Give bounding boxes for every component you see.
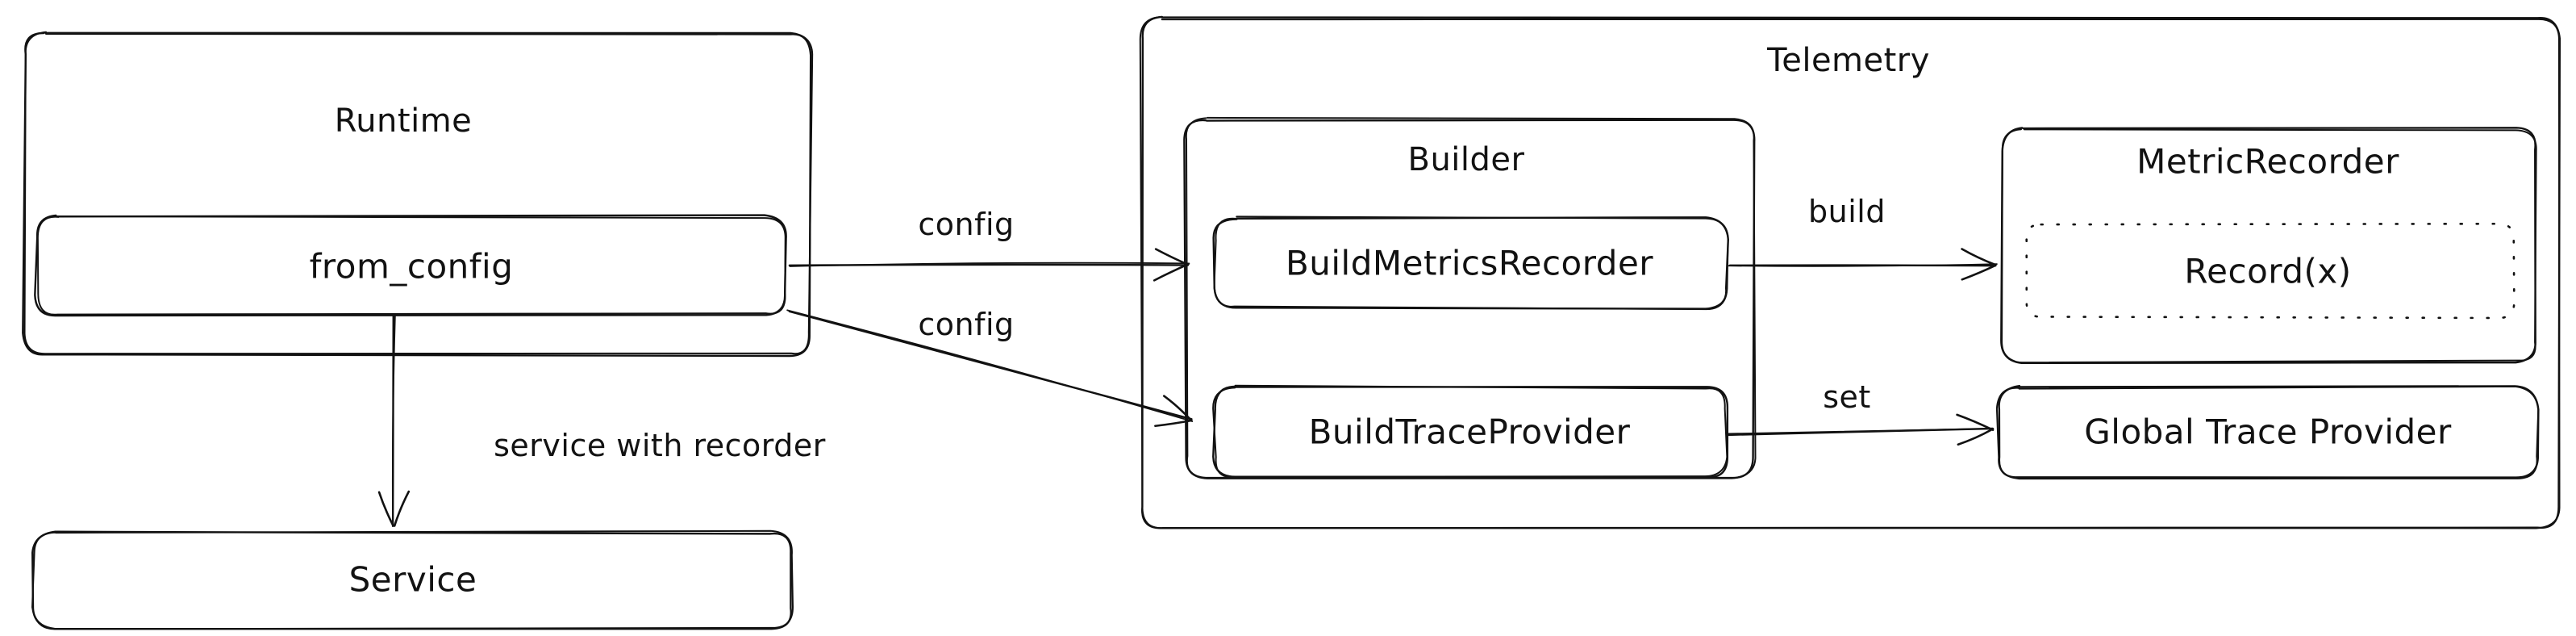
container-label-builder: Builder (1407, 141, 1525, 178)
node-label-service: Service (348, 559, 477, 600)
edge-line-2 (391, 314, 396, 525)
arrowhead-lower (1154, 248, 1190, 266)
edge-line-2 (1728, 263, 1998, 267)
edge-label-service-with-recorder-from_config-to-service: service with recorder (494, 428, 826, 463)
node-metric_recorder[interactable] (2000, 127, 2537, 365)
edge-label-build-build_metrics_recorder-to-metric_recorder: build (1808, 194, 1886, 229)
arrowhead-lower (1956, 413, 1995, 432)
node-global_trace_provider-outline-2 (1995, 385, 2540, 480)
node-label-global_trace_provider: Global Trace Provider (2084, 412, 2452, 452)
node-service[interactable] (31, 529, 794, 630)
edge-build_metrics_recorder-to-metric_recorder[interactable] (1728, 248, 1998, 281)
node-service-outline-2 (31, 529, 794, 630)
edge-from_config-to-build_metrics_recorder[interactable] (788, 248, 1190, 282)
edge-from_config-to-build_trace_provider[interactable] (786, 309, 1194, 428)
arrowhead-upper (1961, 264, 1997, 281)
node-label-build_trace_provider: BuildTraceProvider (1308, 412, 1631, 452)
edge-label-config-from_config-to-build_trace_provider: config (918, 307, 1015, 342)
edge-line-2 (786, 309, 1194, 422)
arrowhead-lower (1162, 395, 1193, 422)
edge-label-config-from_config-to-build_metrics_recorder: config (918, 207, 1015, 242)
arrowhead-upper (377, 491, 394, 527)
node-from_config[interactable] (34, 214, 787, 317)
node-build_metrics_recorder-outline-2 (1213, 215, 1729, 311)
node-label-metric_recorder: MetricRecorder (2136, 141, 2399, 182)
container-builder-outline-2 (1185, 116, 1757, 479)
container-builder[interactable] (1183, 116, 1757, 479)
node-build_trace_provider[interactable] (1212, 384, 1729, 479)
arrowhead-upper (1957, 428, 1993, 446)
node-label-build_metrics_recorder: BuildMetricsRecorder (1285, 243, 1654, 283)
container-runtime-outline (22, 31, 812, 358)
node-label-record_x: Record(x) (2184, 251, 2352, 291)
edge-line (788, 310, 1193, 421)
edge-from_config-to-service[interactable] (377, 314, 411, 528)
node-build_metrics_recorder[interactable] (1212, 215, 1729, 311)
arrowhead-upper (1153, 262, 1190, 282)
container-label-telemetry: Telemetry (1767, 42, 1930, 79)
node-service-outline (31, 530, 792, 630)
edge-build_trace_provider-to-global_trace_provider[interactable] (1727, 413, 1995, 446)
arrowhead-upper (1154, 419, 1193, 428)
container-runtime[interactable] (22, 31, 814, 358)
arrowhead-lower (1961, 248, 1997, 266)
node-global_trace_provider[interactable] (1995, 384, 2540, 480)
edge-label-set-build_trace_provider-to-global_trace_provider: set (1823, 379, 1871, 415)
node-metric_recorder-outline-2 (2001, 128, 2537, 364)
container-telemetry[interactable] (1139, 15, 2561, 529)
arrowhead-lower (393, 490, 411, 527)
container-label-runtime: Runtime (334, 103, 473, 140)
edge-line-2 (1728, 428, 1995, 435)
node-build_trace_provider-outline-2 (1212, 384, 1728, 479)
node-label-from_config: from_config (309, 246, 514, 287)
container-telemetry-outline-2 (1139, 15, 2561, 529)
container-runtime-outline-2 (23, 31, 814, 355)
node-from_config-outline-2 (36, 215, 786, 316)
edge-line-2 (789, 262, 1190, 267)
